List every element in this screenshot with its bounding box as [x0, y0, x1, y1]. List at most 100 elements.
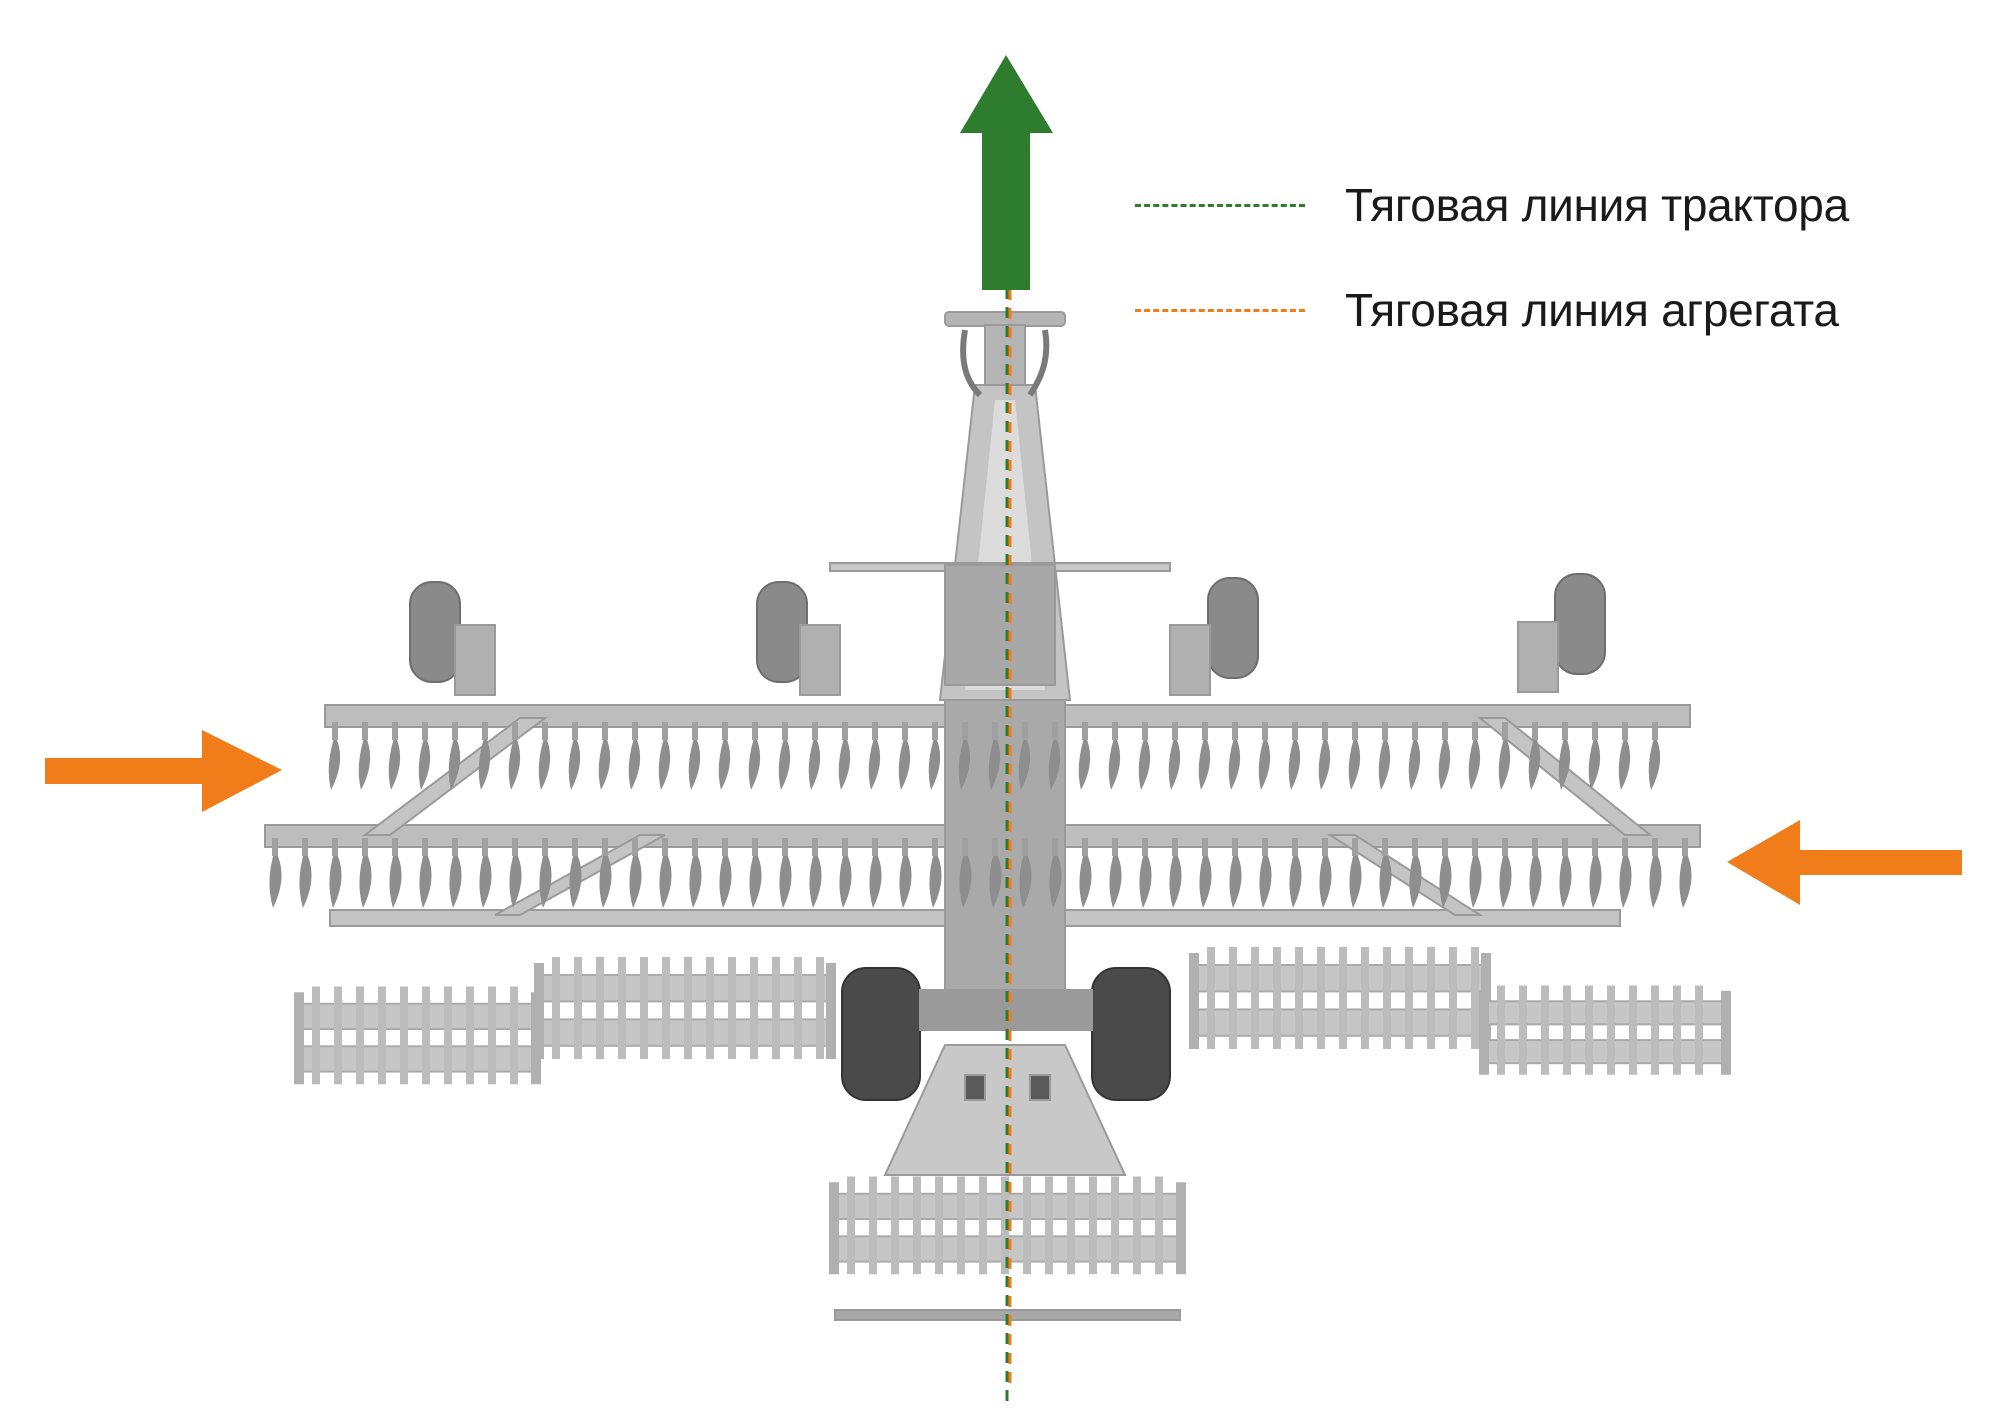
up-arrow-icon [960, 55, 1053, 290]
disc-blade [419, 850, 432, 908]
disc-blade [1558, 735, 1571, 790]
disc-blade [1498, 735, 1511, 790]
disc-blade [1648, 735, 1661, 790]
disc-blade [749, 850, 762, 908]
disc-blade [1018, 735, 1031, 790]
disc-blade [539, 850, 552, 908]
disc-blade [958, 735, 971, 790]
disc-blade [358, 735, 371, 790]
disc-blade [1349, 850, 1362, 908]
disc-blade [1019, 850, 1032, 908]
disc-blade [1348, 735, 1361, 790]
right-arrow-icon [45, 730, 282, 812]
disc-blade [778, 735, 791, 790]
disc-blade [898, 735, 911, 790]
disc-blade [569, 850, 582, 908]
disc-blade [1679, 850, 1692, 908]
disc-blade [538, 735, 551, 790]
top-wheel-2 [756, 581, 841, 696]
disc-blade [478, 735, 491, 790]
disc-blade [988, 735, 1001, 790]
disc-blade [418, 735, 431, 790]
disc-blade [479, 850, 492, 908]
disc-blade [869, 850, 882, 908]
legend-tractor-line-label: Тяговая линия трактора [1345, 179, 1849, 231]
disc-blade [868, 735, 881, 790]
disc-blade [328, 735, 341, 790]
disc-blade [719, 850, 732, 908]
disc-blade [959, 850, 972, 908]
disc-row-rear [269, 838, 1692, 908]
disc-blade [1078, 735, 1091, 790]
disc-blade [389, 850, 402, 908]
disc-blade [598, 735, 611, 790]
disc-blade [1589, 850, 1602, 908]
disc-blade [629, 850, 642, 908]
disc-blade [1379, 850, 1392, 908]
disc-blade [899, 850, 912, 908]
disc-blade [1619, 850, 1632, 908]
disc-blade [1528, 735, 1541, 790]
disc-blade [1469, 850, 1482, 908]
disc-blade [509, 850, 522, 908]
disc-blade [688, 735, 701, 790]
disc-blade [449, 850, 462, 908]
disc-blade [809, 850, 822, 908]
disc-harrow-illustration [264, 311, 1731, 1321]
main-frame [264, 699, 1701, 991]
disc-blade [1259, 850, 1272, 908]
top-wheel-4 [1517, 573, 1606, 693]
disc-blade [448, 735, 461, 790]
legend-swatch-orange [1135, 308, 1305, 312]
disc-blade [1288, 735, 1301, 790]
disc-blade [779, 850, 792, 908]
disc-blade [1408, 735, 1421, 790]
disc-blade [808, 735, 821, 790]
disc-blade [1649, 850, 1662, 908]
disc-blade [659, 850, 672, 908]
disc-blade [718, 735, 731, 790]
disc-blade [1409, 850, 1422, 908]
disc-blade [329, 850, 342, 908]
disc-blade [1228, 735, 1241, 790]
disc-blade [839, 850, 852, 908]
packer-roller [1479, 985, 1731, 1075]
disc-blade [1468, 735, 1481, 790]
disc-blade [628, 735, 641, 790]
disc-blade [1499, 850, 1512, 908]
disc-blade [388, 735, 401, 790]
disc-blade [928, 735, 941, 790]
disc-blade [1139, 850, 1152, 908]
disc-blade [1229, 850, 1242, 908]
disc-blade [269, 850, 282, 908]
disc-blade [1289, 850, 1302, 908]
disc-blade [1618, 735, 1631, 790]
disc-blade [1048, 735, 1061, 790]
disc-blade [1198, 735, 1211, 790]
disc-blade [658, 735, 671, 790]
disc-blade [1378, 735, 1391, 790]
drawbar [829, 311, 1171, 701]
top-wheels [409, 573, 1606, 696]
disc-blade [1079, 850, 1092, 908]
legend-tractor-line: Тяговая линия трактора [1135, 175, 1849, 235]
disc-blade [989, 850, 1002, 908]
packer-roller [294, 986, 541, 1085]
hydraulic-hoses [960, 329, 1050, 398]
legend-swatch-green [1135, 203, 1305, 207]
legend-implement-line: Тяговая линия агрегата [1135, 280, 1839, 340]
disc-blade [1168, 735, 1181, 790]
top-wheel-1 [409, 581, 496, 696]
disc-blade [359, 850, 372, 908]
disc-blade [1049, 850, 1062, 908]
disc-blade [568, 735, 581, 790]
disc-blade [689, 850, 702, 908]
disc-blade [929, 850, 942, 908]
disc-blade [1199, 850, 1212, 908]
disc-blade [1439, 850, 1452, 908]
disc-blade [1588, 735, 1601, 790]
disc-blade [1109, 850, 1122, 908]
disc-blade [1138, 735, 1151, 790]
disc-blade [1108, 735, 1121, 790]
